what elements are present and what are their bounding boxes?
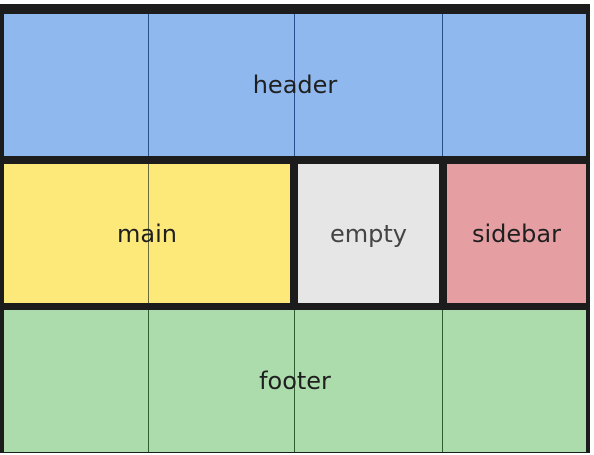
header-area: header xyxy=(4,14,586,156)
grid-line xyxy=(148,164,149,303)
grid-line xyxy=(294,14,295,156)
sidebar-label: sidebar xyxy=(472,219,561,248)
grid-container: header main empty sidebar footer xyxy=(0,4,590,453)
grid-line xyxy=(294,310,295,452)
grid-line xyxy=(442,310,443,452)
sidebar-area: sidebar xyxy=(447,164,586,303)
footer-label: footer xyxy=(259,367,331,395)
grid-line xyxy=(148,310,149,452)
main-label: main xyxy=(117,219,177,248)
grid-line xyxy=(148,14,149,156)
empty-area: empty xyxy=(298,164,439,303)
grid-line xyxy=(442,14,443,156)
main-area: main xyxy=(4,164,290,303)
footer-area: footer xyxy=(4,310,586,452)
empty-label: empty xyxy=(330,219,407,248)
header-label: header xyxy=(252,71,338,99)
